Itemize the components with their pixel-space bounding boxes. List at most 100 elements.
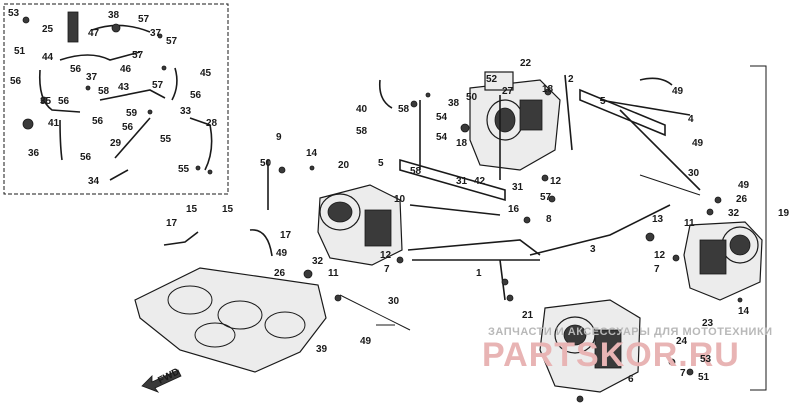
part-label: 53	[8, 8, 20, 19]
intake-manifold	[134, 267, 327, 373]
part-label: 51	[14, 46, 26, 57]
part-label: 25	[42, 24, 54, 35]
part-label: 54	[436, 132, 448, 143]
part-label: 1	[476, 268, 482, 279]
part-label: 59	[126, 108, 138, 119]
part-label: 57	[152, 80, 164, 91]
part-label: 49	[276, 248, 288, 259]
part-label: 31	[456, 176, 468, 187]
part-label: 56	[80, 152, 92, 163]
part-label: 13	[652, 214, 664, 225]
part-label: 44	[42, 52, 54, 63]
part-label: 56	[190, 90, 202, 101]
carburetor-bottom	[539, 299, 641, 393]
part-label: 24	[676, 336, 688, 347]
part-label: 33	[180, 106, 192, 117]
part-label: 32	[728, 208, 740, 219]
part-label: 38	[448, 98, 460, 109]
part-label: 7	[384, 264, 390, 275]
part-label: 18	[456, 138, 468, 149]
part-label: 49	[672, 86, 684, 97]
part-label: 50	[466, 92, 478, 103]
part-label: 56	[58, 96, 70, 107]
part-label: 49	[738, 180, 750, 191]
part-label: 56	[70, 64, 82, 75]
part-label: 7	[680, 368, 686, 379]
small-parts	[207, 88, 743, 403]
hose-assembly-inset	[22, 11, 213, 181]
part-label: 49	[360, 336, 372, 347]
carburetor-right	[683, 221, 763, 301]
part-label: 12	[380, 250, 392, 261]
part-label: 17	[280, 230, 292, 241]
assembly-bracket-19	[750, 65, 767, 391]
part-label: 56	[10, 76, 22, 87]
part-label: 22	[520, 58, 532, 69]
part-label: 37	[150, 28, 162, 39]
part-label: 18	[542, 84, 554, 95]
part-label: 8	[546, 214, 552, 225]
part-label: 6	[628, 374, 634, 385]
carburetor-left	[317, 184, 403, 266]
part-label: 57	[138, 14, 150, 25]
part-label: 58	[356, 126, 368, 137]
part-label: 38	[108, 10, 120, 21]
part-label: 52	[486, 74, 498, 85]
part-label: 17	[166, 218, 178, 229]
part-label: 28	[206, 118, 218, 129]
part-label: 35	[40, 96, 52, 107]
part-label: 36	[28, 148, 40, 159]
linkage-assembly	[163, 74, 701, 331]
part-label: 58	[398, 104, 410, 115]
part-label: 46	[120, 64, 132, 75]
part-number-labels: 53 51 25 38 47 57 37 57 44 56 37 58 57 4…	[8, 8, 790, 385]
part-label: 20	[338, 160, 350, 171]
hose-inset-frame	[3, 3, 229, 195]
part-label: 26	[736, 194, 748, 205]
part-label: 43	[118, 82, 130, 93]
part-label: 37	[86, 72, 98, 83]
part-label: 39	[316, 344, 328, 355]
part-label: 55	[178, 164, 190, 175]
part-label: 23	[702, 318, 714, 329]
part-label: 40	[356, 104, 368, 115]
part-label: 31	[512, 182, 524, 193]
part-label: 56	[92, 116, 104, 127]
part-label: 29	[110, 138, 122, 149]
part-label: 11	[684, 218, 695, 229]
fwd-label: FWD	[156, 366, 181, 386]
part-label: 5	[378, 158, 384, 169]
part-label: 55	[160, 134, 172, 145]
watermark-caption: ЗАПЧАСТИ И АКСЕССУАРЫ ДЛЯ МОТОТЕХНИКИ	[488, 326, 773, 338]
part-label: 57	[166, 36, 178, 47]
part-label: 15	[186, 204, 198, 215]
part-label: 26	[274, 268, 286, 279]
part-label: 4	[688, 114, 694, 125]
part-label: 12	[550, 176, 562, 187]
part-label: 14	[306, 148, 318, 159]
part-label: 42	[474, 176, 486, 187]
part-label: 51	[698, 372, 710, 383]
part-label: 14	[738, 306, 750, 317]
part-label: 49	[692, 138, 704, 149]
part-label: 53	[700, 354, 712, 365]
part-label: 19	[778, 208, 790, 219]
part-label: 58	[98, 86, 110, 97]
part-label: 9	[276, 132, 282, 143]
part-label: 12	[654, 250, 666, 261]
part-label: 10	[394, 194, 406, 205]
part-label: 2	[568, 74, 574, 85]
watermark-logo-text: PARTSKOR.RU	[482, 336, 740, 374]
part-label: 47	[88, 28, 100, 39]
part-label: 41	[48, 118, 60, 129]
forward-direction-arrow: FWD	[141, 366, 182, 393]
part-label: 56	[122, 122, 134, 133]
part-label: 50	[260, 158, 272, 169]
part-label: 3	[590, 244, 596, 255]
part-label: 15	[222, 204, 234, 215]
watermark: ЗАПЧАСТИ И АКСЕССУАРЫ ДЛЯ МОТОТЕХНИКИ PA…	[482, 326, 773, 374]
part-label: 16	[508, 204, 520, 215]
part-label: 57	[540, 192, 552, 203]
part-label: 21	[522, 310, 534, 321]
